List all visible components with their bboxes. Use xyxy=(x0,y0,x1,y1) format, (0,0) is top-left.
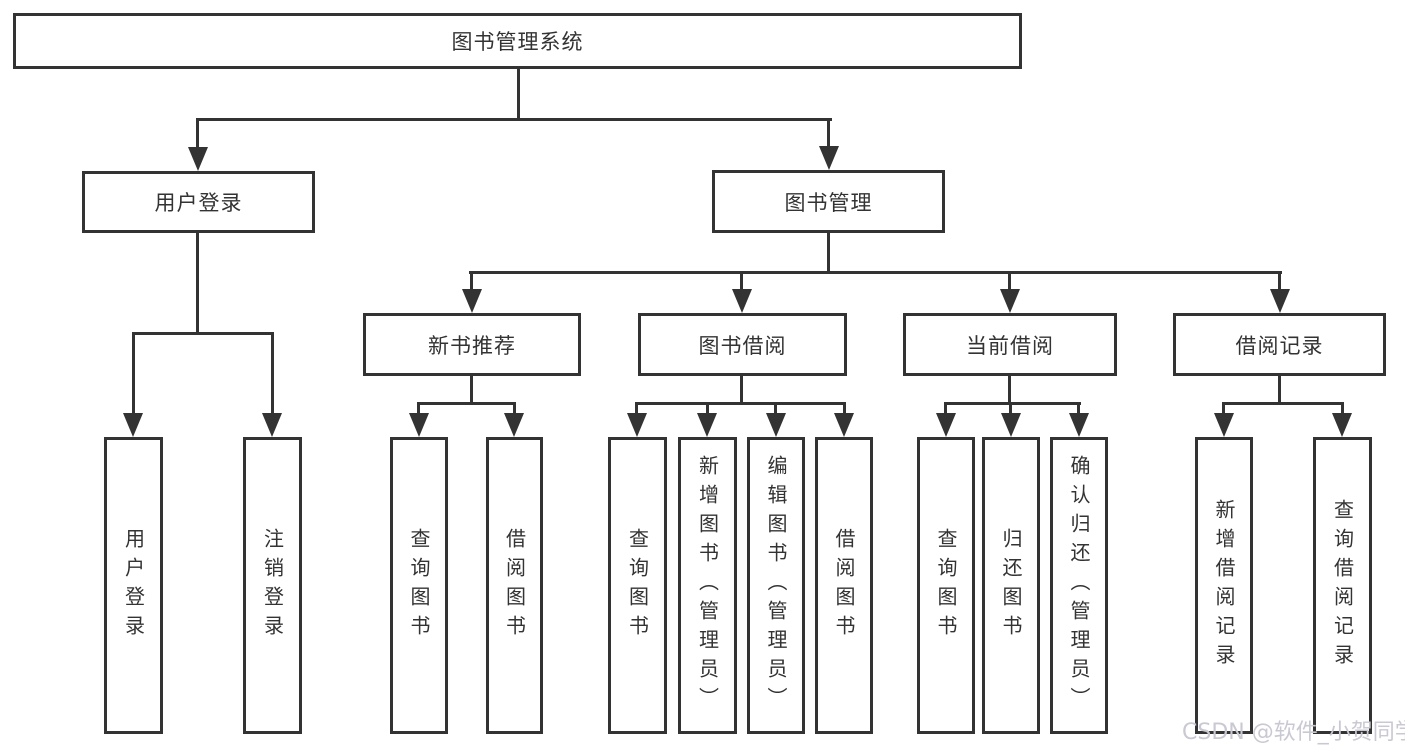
connector-vline xyxy=(843,404,846,415)
arrowhead-down xyxy=(262,413,282,437)
node-query-borrow-record: 查询借阅记录 xyxy=(1313,437,1372,734)
arrowhead-down xyxy=(1001,413,1021,437)
node-label: 确认归还（管理员） xyxy=(1067,455,1091,716)
node-library-management-system: 图书管理系统 xyxy=(13,13,1022,69)
node-user-login-leaf: 用户登录 xyxy=(104,437,163,734)
node-borrow-books: 借阅图书 xyxy=(486,437,543,734)
connector-vline xyxy=(1278,273,1281,291)
connector-hline xyxy=(417,402,516,405)
node-query-books: 查询图书 xyxy=(917,437,975,734)
node-label: 用户登录 xyxy=(121,527,146,644)
node-confirm-return-admin: 确认归还（管理员） xyxy=(1050,437,1108,734)
node-logout: 注销登录 xyxy=(243,437,302,734)
node-label: 新增图书（管理员） xyxy=(695,455,720,716)
connector-vline xyxy=(635,404,638,415)
node-query-books: 查询图书 xyxy=(608,437,667,734)
node-label: 查询图书 xyxy=(407,527,431,644)
node-label: 图书管理系统 xyxy=(451,30,584,54)
node-add-borrow-record: 新增借阅记录 xyxy=(1195,437,1253,734)
connector-vline xyxy=(1341,404,1344,415)
connector-vline xyxy=(1009,404,1012,415)
arrowhead-down xyxy=(123,413,143,437)
node-user-login: 用户登录 xyxy=(82,171,315,233)
node-return-books: 归还图书 xyxy=(982,437,1040,734)
connector-hline xyxy=(469,271,1282,274)
connector-vline xyxy=(827,233,830,273)
node-label: 查询借阅记录 xyxy=(1330,498,1355,673)
connector-vline xyxy=(1077,404,1080,415)
connector-vline xyxy=(1008,273,1011,291)
connector-vline xyxy=(271,334,274,415)
arrowhead-down xyxy=(504,413,524,437)
connector-vline xyxy=(740,273,743,291)
connector-hline xyxy=(944,402,1081,405)
node-label: 查询图书 xyxy=(934,527,958,644)
connector-vline xyxy=(196,120,199,149)
arrowhead-down xyxy=(627,413,647,437)
csdn-watermark: CSDN @软件_小贺同学 xyxy=(1182,720,1405,745)
connector-vline xyxy=(1008,376,1011,404)
node-edit-books-admin: 编辑图书（管理员） xyxy=(747,437,805,734)
node-add-books-admin: 新增图书（管理员） xyxy=(678,437,737,734)
connector-vline xyxy=(517,69,520,120)
node-book-borrowing: 图书借阅 xyxy=(638,313,847,376)
connector-vline xyxy=(944,404,947,415)
connector-vline xyxy=(774,404,777,415)
arrowhead-down xyxy=(1069,413,1089,437)
arrowhead-down xyxy=(462,289,482,313)
node-current-borrowing: 当前借阅 xyxy=(903,313,1117,376)
arrowhead-down xyxy=(1214,413,1234,437)
connector-hline xyxy=(196,118,832,121)
connector-vline xyxy=(827,120,830,149)
node-label: 当前借阅 xyxy=(966,333,1054,358)
arrowhead-down xyxy=(732,289,752,313)
node-label: 用户登录 xyxy=(154,191,243,215)
arrowhead-down xyxy=(1000,289,1020,313)
connector-hline xyxy=(132,332,274,335)
connector-vline xyxy=(132,334,135,415)
node-query-books: 查询图书 xyxy=(390,437,448,734)
node-label: 注销登录 xyxy=(260,527,285,644)
arrowhead-down xyxy=(697,413,717,437)
arrowhead-down xyxy=(409,413,429,437)
connector-hline xyxy=(1222,402,1344,405)
arrowhead-down xyxy=(819,146,839,170)
arrowhead-down xyxy=(766,413,786,437)
node-label: 借阅图书 xyxy=(502,527,527,644)
arrowhead-down xyxy=(1270,289,1290,313)
arrowhead-down xyxy=(834,413,854,437)
node-label: 新增借阅记录 xyxy=(1212,498,1236,673)
node-label: 新书推荐 xyxy=(428,333,516,358)
node-borrow-books: 借阅图书 xyxy=(815,437,873,734)
node-book-management: 图书管理 xyxy=(712,170,945,233)
connector-hline xyxy=(635,402,846,405)
connector-vline xyxy=(1278,376,1281,404)
node-new-book-recommend: 新书推荐 xyxy=(363,313,581,376)
connector-vline xyxy=(513,404,516,415)
node-label: 查询图书 xyxy=(625,527,650,644)
connector-vline xyxy=(740,376,743,404)
node-label: 图书借阅 xyxy=(698,333,787,358)
connector-vline xyxy=(470,273,473,291)
connector-vline xyxy=(470,376,473,404)
node-label: 借阅记录 xyxy=(1235,333,1324,358)
node-borrowing-records: 借阅记录 xyxy=(1173,313,1386,376)
connector-vline xyxy=(706,404,709,415)
node-label: 编辑图书（管理员） xyxy=(764,455,788,716)
connector-vline xyxy=(196,233,199,335)
connector-vline xyxy=(417,404,420,415)
arrowhead-down xyxy=(188,147,208,171)
node-label: 归还图书 xyxy=(999,527,1023,644)
arrowhead-down xyxy=(1332,413,1352,437)
arrowhead-down xyxy=(936,413,956,437)
node-label: 图书管理 xyxy=(784,190,873,215)
node-label: 借阅图书 xyxy=(832,527,856,644)
connector-vline xyxy=(1222,404,1225,415)
